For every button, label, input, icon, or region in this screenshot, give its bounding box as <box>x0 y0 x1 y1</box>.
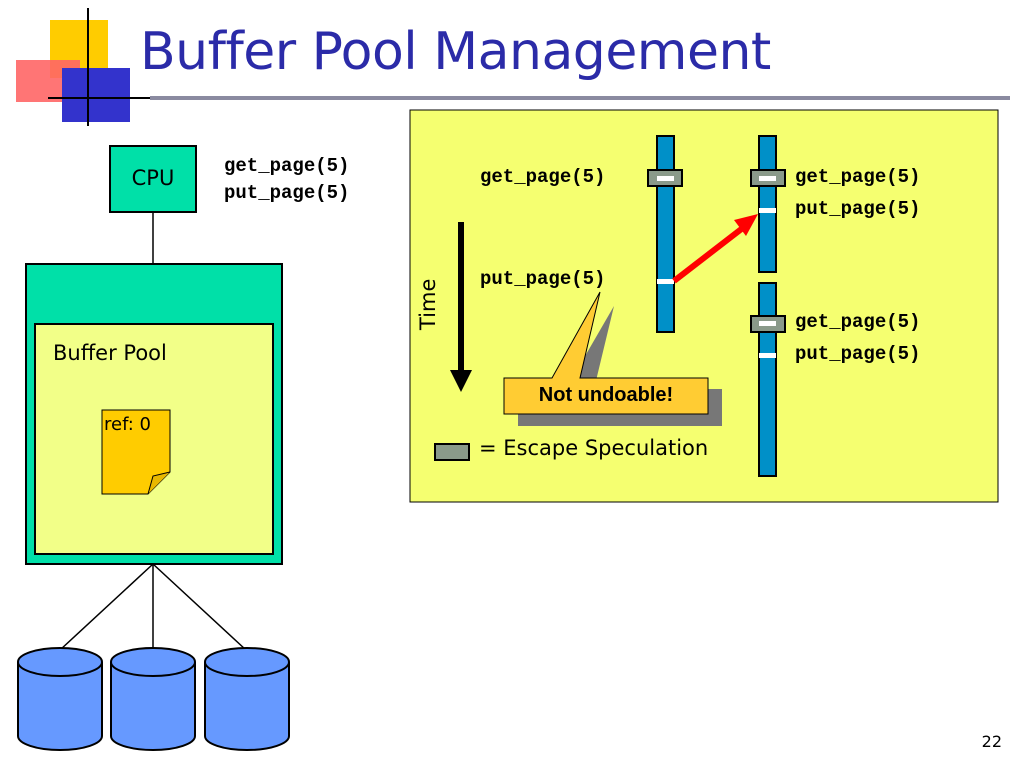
legend-text: = Escape Speculation <box>479 436 709 460</box>
thread3-get: get_page(5) <box>795 311 921 333</box>
thread2-get: get_page(5) <box>795 166 921 188</box>
time-label: Time <box>416 278 440 330</box>
event-mark <box>657 279 674 284</box>
cpu-call-get: get_page(5) <box>224 155 350 177</box>
event-mark <box>657 176 674 181</box>
disk-icon <box>17 647 103 751</box>
callout-shape <box>503 291 722 426</box>
callout-text: Not undoable! <box>538 384 674 406</box>
cpu-label: CPU <box>131 166 175 190</box>
thread1-put: put_page(5) <box>480 268 606 290</box>
thread3-put: put_page(5) <box>795 343 921 365</box>
disk-icon <box>110 647 196 751</box>
disk-icon <box>204 647 290 751</box>
thread2-put: put_page(5) <box>795 198 921 220</box>
event-mark <box>759 353 776 358</box>
thread1-get: get_page(5) <box>480 166 606 188</box>
slide-title: Buffer Pool Management <box>140 22 771 82</box>
slide-number: 22 <box>981 732 1002 751</box>
cpu-box <box>109 145 197 213</box>
time-arrow <box>450 222 472 392</box>
legend-swatch <box>434 443 470 461</box>
timeline-bar-3 <box>758 282 777 477</box>
buffer-pool-label: Buffer Pool <box>53 341 167 365</box>
event-mark <box>759 176 776 181</box>
red-arrow <box>672 214 758 284</box>
cpu-call-put: put_page(5) <box>224 182 350 204</box>
speculation-panel <box>409 109 999 503</box>
event-mark <box>759 208 776 213</box>
disk-connectors <box>59 563 247 651</box>
logo-decoration <box>16 8 150 126</box>
timeline-bar-1 <box>656 135 675 333</box>
timeline-bar-2 <box>758 135 777 273</box>
event-mark <box>759 321 776 326</box>
page-ref-label: ref: 0 <box>104 414 152 435</box>
